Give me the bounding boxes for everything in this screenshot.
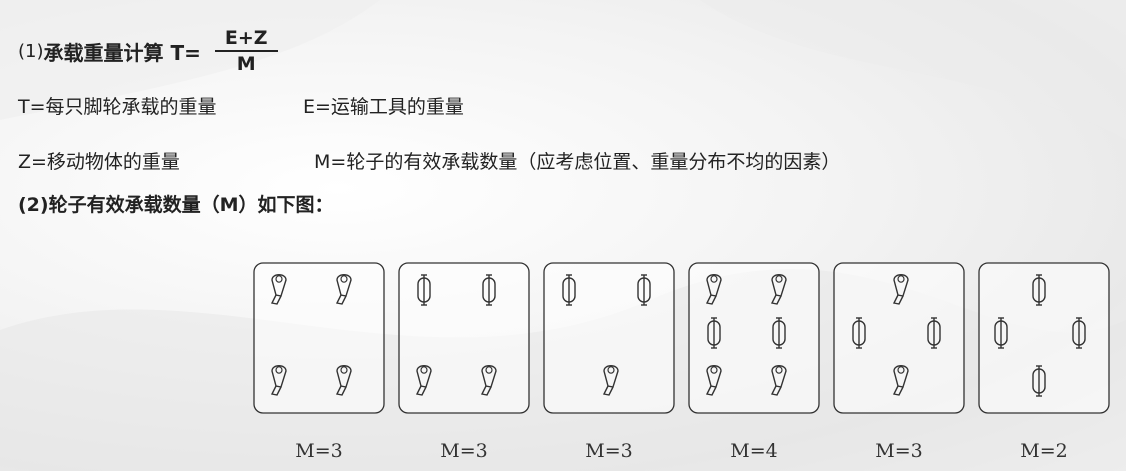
definition-line-2: Z=移动物体的重量 M=轮子的有效承载数量（应考虑位置、重量分布不均的因素） <box>18 147 840 174</box>
diagram-4: M=4 <box>688 262 820 462</box>
fixed-caster-icon <box>417 274 431 306</box>
section2-title: (2)轮子有效承载数量（M）如下图： <box>18 194 334 216</box>
cart-outline <box>688 262 820 414</box>
fixed-caster-icon <box>1032 365 1046 397</box>
swivel-caster-icon <box>335 365 352 396</box>
formula-line: (1) 承载重量计算 T= E+Z M <box>18 26 278 76</box>
swivel-caster-icon <box>415 365 432 396</box>
diagram-6: M=2 <box>978 262 1110 462</box>
swivel-caster-icon <box>270 365 287 396</box>
diagram-label: M=4 <box>730 440 777 462</box>
fixed-caster-icon <box>927 317 941 349</box>
diagram-label: M=3 <box>875 440 922 462</box>
fixed-caster-icon <box>482 274 496 306</box>
fixed-caster-icon <box>637 274 651 306</box>
fixed-caster-icon <box>994 317 1008 349</box>
swivel-caster-icon <box>705 365 722 396</box>
swivel-caster-icon <box>770 274 787 305</box>
formula-prefix: (1) <box>18 40 44 62</box>
swivel-caster-icon <box>480 365 497 396</box>
definition-t: T=每只脚轮承载的重量 <box>18 96 217 118</box>
diagram-1: M=3 <box>253 262 385 462</box>
swivel-caster-icon <box>892 365 909 396</box>
diagram-5: M=3 <box>833 262 965 462</box>
cart-outline <box>543 262 675 414</box>
fraction-numerator: E+Z <box>214 26 278 52</box>
cart-outline <box>253 262 385 414</box>
diagram-label: M=3 <box>295 440 342 462</box>
swivel-caster-icon <box>602 365 619 396</box>
fixed-caster-icon <box>1072 317 1086 349</box>
cart-outline <box>978 262 1110 414</box>
swivel-caster-icon <box>270 274 287 305</box>
swivel-caster-icon <box>705 274 722 305</box>
swivel-caster-icon <box>892 274 909 305</box>
fixed-caster-icon <box>707 317 721 349</box>
formula-title: 承载重量计算 T= <box>43 40 201 65</box>
cart-outline <box>398 262 530 414</box>
swivel-caster-icon <box>770 365 787 396</box>
definition-z: Z=移动物体的重量 <box>18 151 180 173</box>
fixed-caster-icon <box>852 317 866 349</box>
fixed-caster-icon <box>562 274 576 306</box>
diagram-3: M=3 <box>543 262 675 462</box>
fixed-caster-icon <box>1032 274 1046 306</box>
fraction-denominator: M <box>236 53 256 75</box>
cart-outline <box>833 262 965 414</box>
fixed-caster-icon <box>772 317 786 349</box>
diagram-2: M=3 <box>398 262 530 462</box>
formula-fraction: E+Z M <box>214 26 278 76</box>
swivel-caster-icon <box>335 274 352 305</box>
diagram-label: M=2 <box>1020 440 1067 462</box>
definition-line-1: T=每只脚轮承载的重量 E=运输工具的重量 <box>18 92 464 119</box>
diagram-label: M=3 <box>440 440 487 462</box>
caster-diagrams: M=3 M=3 M=3 M=4 M=3 M=2 <box>253 262 1110 462</box>
diagram-label: M=3 <box>585 440 632 462</box>
definition-m: M=轮子的有效承载数量（应考虑位置、重量分布不均的因素） <box>314 151 841 173</box>
definition-e: E=运输工具的重量 <box>303 96 464 118</box>
